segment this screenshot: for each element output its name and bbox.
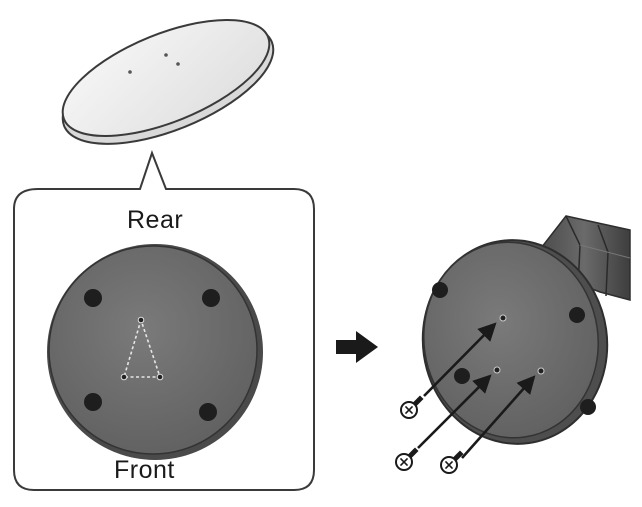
- insertion-arrows: [417, 322, 536, 459]
- screw-hole: [537, 367, 545, 375]
- screw-hole: [120, 373, 128, 381]
- screw-icon: [440, 450, 464, 474]
- rubber-foot: [84, 289, 102, 307]
- screw-pattern-triangle: [122, 317, 162, 378]
- insertion-arrow: [423, 322, 497, 397]
- rubber-foot: [454, 368, 470, 384]
- screw-hole: [499, 314, 507, 322]
- rubber-foot: [84, 393, 102, 411]
- bottom-plate-face: [48, 245, 258, 455]
- rubber-foot: [569, 307, 585, 323]
- rear-label: Rear: [127, 206, 184, 234]
- insertion-arrow: [461, 375, 536, 459]
- rubber-foot: [432, 282, 448, 298]
- base-plate-surface: [61, 19, 271, 137]
- front-label: Front: [114, 456, 175, 484]
- rubber-foot: [199, 403, 217, 421]
- base-plate-mounted: [421, 239, 609, 445]
- base-plate-bottom-view: [47, 244, 263, 460]
- screw-hole: [137, 316, 145, 324]
- screw-hole: [156, 373, 164, 381]
- right-arrow-icon: [336, 331, 378, 363]
- plate-hole: [176, 62, 180, 66]
- rubber-foot: [580, 399, 596, 415]
- rubber-foot: [202, 289, 220, 307]
- plate-hole: [128, 70, 132, 74]
- screw-icon: [400, 395, 424, 419]
- mounted-plate-face: [423, 241, 599, 439]
- screw-icon: [395, 447, 419, 471]
- base-plate-top-view: [61, 19, 275, 145]
- insertion-arrow: [417, 374, 492, 449]
- screw-hole: [493, 366, 501, 374]
- plate-hole: [164, 53, 168, 57]
